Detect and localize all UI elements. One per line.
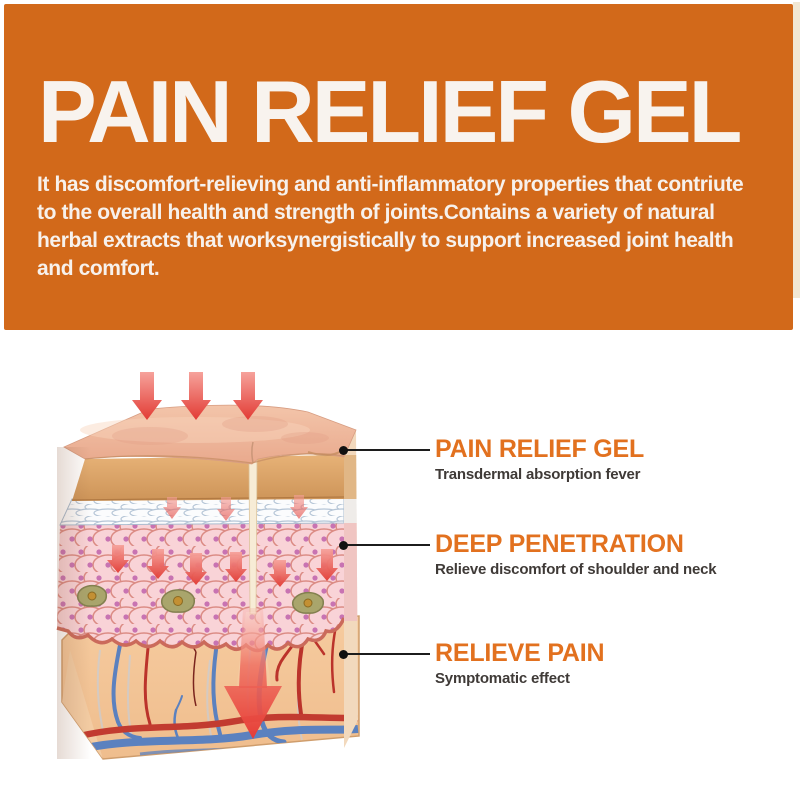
- page-title: PAIN RELIEF GEL: [38, 62, 742, 161]
- callout-title: RELIEVE PAIN: [435, 639, 605, 667]
- description-line: and comfort.: [37, 257, 160, 280]
- epidermis-cell-layer: [56, 521, 346, 653]
- deep-absorption-arrow: [224, 608, 282, 739]
- callout-title: DEEP PENETRATION: [435, 530, 684, 558]
- callout-deep-penetration: DEEP PENETRATION Relieve discomfort of s…: [339, 530, 717, 579]
- description-line: to the overall health and strength of jo…: [37, 201, 715, 224]
- leader-line: [339, 445, 430, 455]
- callout-relieve-pain: RELIEVE PAIN Symptomatic effect: [339, 639, 605, 688]
- callout-title: PAIN RELIEF GEL: [435, 435, 645, 463]
- skin-surface: [63, 404, 357, 465]
- callout-subtitle: Relieve discomfort of shoulder and neck: [435, 561, 717, 578]
- callout-subtitle: Symptomatic effect: [435, 670, 570, 687]
- penetration-arrows: [107, 495, 338, 587]
- leader-line: [339, 540, 430, 550]
- product-description: It has discomfort-relieving and anti-inf…: [37, 171, 789, 283]
- header-banner: PAIN RELIEF GEL It has discomfort-reliev…: [4, 4, 793, 330]
- callout-pain-relief-gel: PAIN RELIEF GEL Transdermal absorption f…: [339, 435, 645, 484]
- right-edge-strip: [793, 2, 800, 298]
- left-face-shading: [57, 447, 91, 759]
- description-line: herbal extracts that worksynergistically…: [37, 229, 734, 252]
- epidermis-band: [71, 455, 345, 501]
- leader-line: [339, 649, 430, 659]
- callout-subtitle: Transdermal absorption fever: [435, 466, 641, 483]
- description-line: It has discomfort-relieving and anti-inf…: [37, 173, 744, 196]
- gel-application-arrows: [132, 372, 263, 420]
